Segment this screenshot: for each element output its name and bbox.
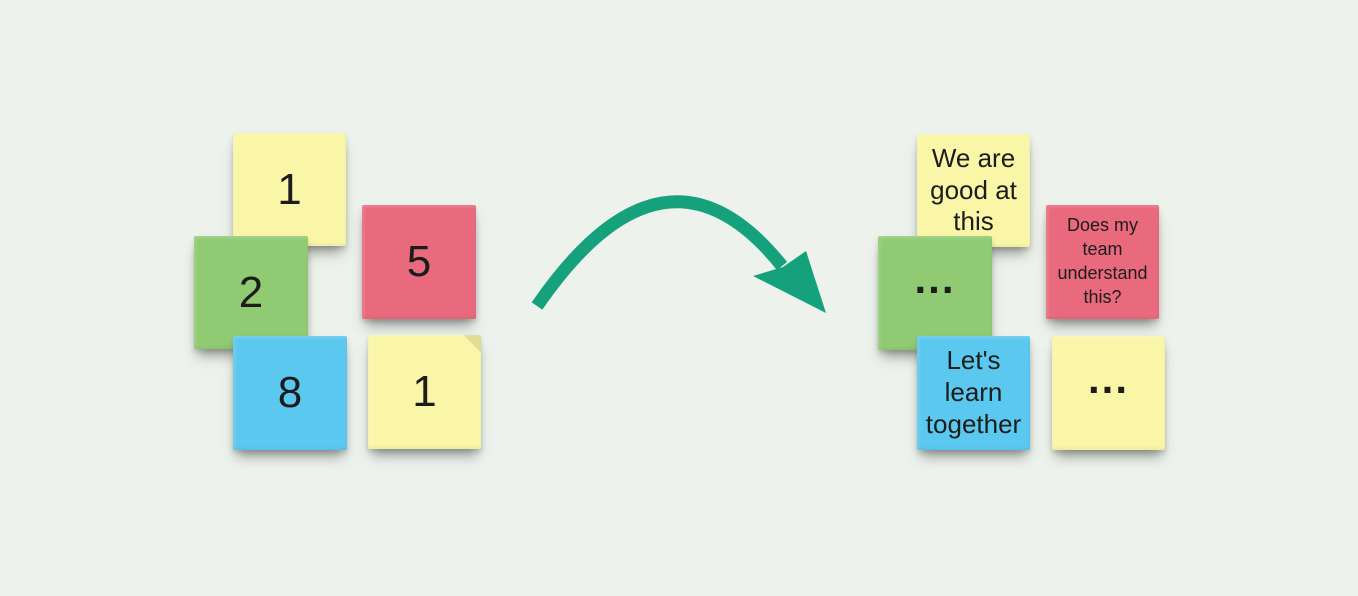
note-text: Does my team understand this?: [1057, 215, 1148, 307]
note-value: 1: [412, 367, 437, 416]
note-text: ...: [914, 255, 956, 303]
note-text: ...: [1087, 355, 1129, 403]
sticky-note-red-5: 5: [362, 205, 476, 319]
sticky-note-lets-learn-together: Let's learn together: [917, 336, 1030, 450]
note-value: 2: [238, 267, 264, 317]
note-text: We are good at this: [930, 142, 1017, 237]
sticky-note-yellow-ellipsis: ...: [1052, 336, 1165, 450]
sticky-note-yellow-1b: 1: [368, 335, 481, 449]
sticky-note-does-my-team-understand: Does my team understand this?: [1046, 205, 1159, 319]
sticky-note-we-are-good-at-this: We are good at this: [917, 134, 1030, 247]
note-value: 8: [277, 368, 303, 417]
sticky-note-green-ellipsis: ...: [878, 236, 992, 350]
corner-fold: [463, 335, 481, 353]
sticky-note-yellow-1: 1: [233, 133, 346, 246]
arrow-head: [753, 251, 826, 313]
note-text: Let's learn together: [925, 345, 1022, 439]
note-value: 5: [406, 237, 432, 286]
sticky-note-blue-8: 8: [233, 336, 347, 450]
note-value: 1: [277, 164, 302, 214]
sticky-note-green-2: 2: [194, 236, 308, 349]
arrow-shaft: [531, 195, 788, 310]
